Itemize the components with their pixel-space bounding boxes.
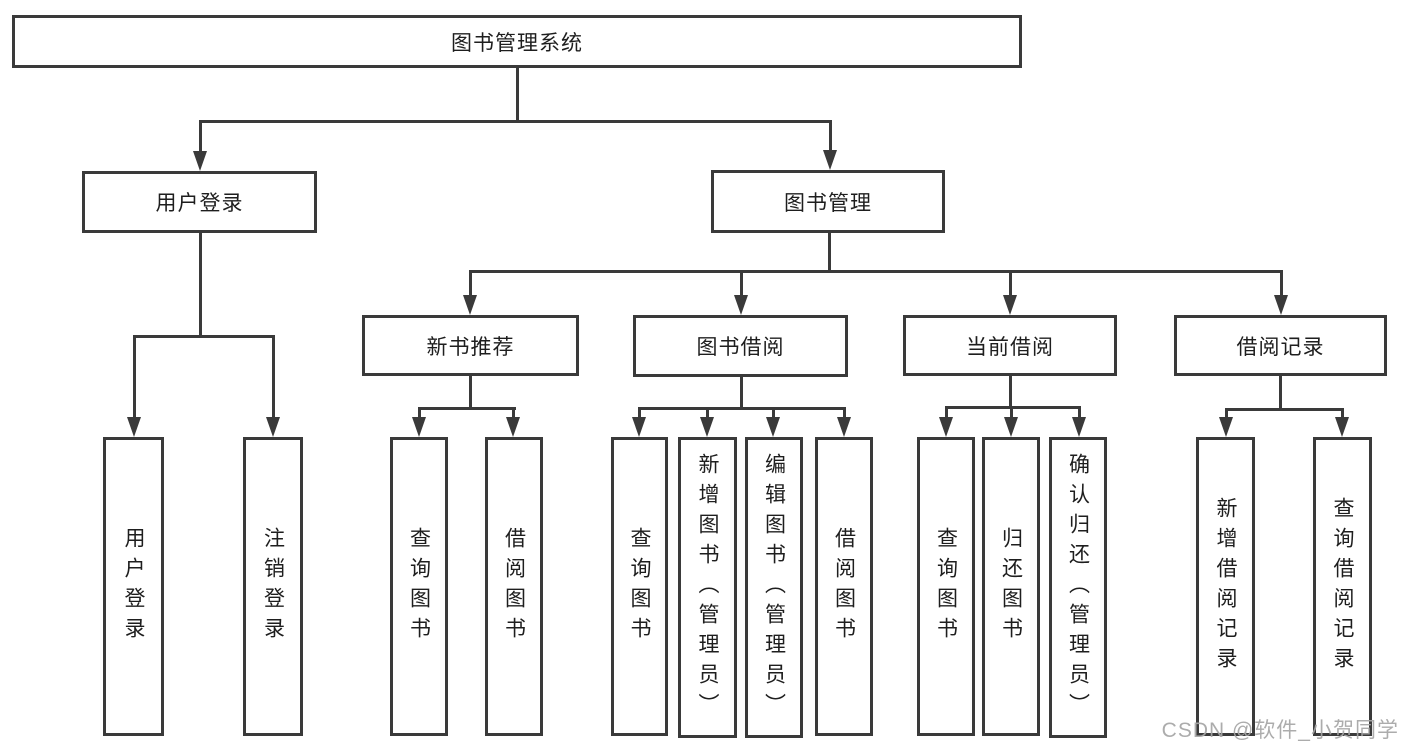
leaf-label: 查询借阅记录 [1331,496,1354,677]
connector-arrow-shaft [199,120,202,153]
leaf-label: 查询图书 [628,526,651,647]
node-new-book-recommend: 新书推荐 [362,315,579,376]
connector-arrow-shaft [133,335,136,418]
leaf-label: 用户登录 [122,526,145,647]
arrowhead [463,295,477,315]
connector-arrow-shaft [706,407,709,419]
connector-arrow-shaft [638,407,641,419]
connector-rec-branch [419,407,516,410]
leaf-return-books: 归还图书 [982,437,1040,736]
leaf-rec-query-books: 查询图书 [390,437,448,736]
connector-root-drop [516,68,519,122]
arrowhead [127,417,141,437]
connector-arrow-shaft [740,270,743,296]
node-book-borrow: 图书借阅 [633,315,848,377]
arrowhead [1274,295,1288,315]
leaf-label: 借阅图书 [502,526,526,647]
arrowhead [266,417,280,437]
connector-arrow-shaft [512,407,515,419]
arrowhead [734,295,748,315]
connector-borrow-branch [639,407,846,410]
connector-mgmt-drop [828,233,831,272]
connector-arrow-shaft [1009,270,1012,296]
connector-records-drop [1279,376,1282,411]
arrowhead [1072,417,1086,437]
arrowhead [506,417,520,437]
connector-arrow-shaft [843,407,846,419]
arrowhead [939,417,953,437]
connector-arrow-shaft [829,120,832,152]
connector-level3-branch [470,270,1283,273]
arrowhead [632,417,646,437]
leaf-query-borrow-record: 查询借阅记录 [1313,437,1372,736]
connector-login-drop [199,233,202,335]
arrowhead [1004,417,1018,437]
leaf-label: 借阅图书 [832,526,856,647]
connector-arrow-shaft [945,406,948,419]
connector-borrow-drop [740,377,743,410]
leaf-borrow-books: 借阅图书 [815,437,873,736]
leaf-label: 新增图书（管理员） [696,452,719,723]
leaf-label: 归还图书 [999,526,1023,647]
connector-arrow-shaft [1341,408,1344,419]
connector-current-branch [946,406,1081,409]
connector-arrow-shaft [1078,406,1081,419]
leaf-label: 查询图书 [934,526,958,647]
node-current-borrow: 当前借阅 [903,315,1117,376]
connector-records-branch [1226,408,1344,411]
connector-login-branch [134,335,275,338]
arrowhead [193,151,207,171]
node-root: 图书管理系统 [12,15,1022,68]
connector-arrow-shaft [272,335,275,418]
connector-arrow-shaft [469,270,472,296]
arrowhead [766,417,780,437]
connector-arrow-shaft [1010,406,1013,419]
arrowhead [412,417,426,437]
connector-level2-branch [199,120,832,123]
node-borrow-records: 借阅记录 [1174,315,1387,376]
leaf-label: 确认归还（管理员） [1066,452,1090,723]
connector-arrow-shaft [1225,408,1228,419]
connector-rec-drop [469,376,472,410]
leaf-add-books-admin: 新增图书（管理员） [678,437,737,738]
node-book-management: 图书管理 [711,170,945,233]
leaf-label: 注销登录 [261,526,285,647]
arrowhead [1219,417,1233,437]
leaf-borrow-query-books: 查询图书 [611,437,668,736]
csdn-watermark: CSDN @软件_小贺同学 [1161,719,1399,742]
leaf-current-query-books: 查询图书 [917,437,975,736]
connector-arrow-shaft [418,407,421,419]
arrowhead [700,417,714,437]
connector-arrow-shaft [772,407,775,419]
arrowhead [1335,417,1349,437]
connector-current-drop [1009,375,1012,409]
leaf-edit-books-admin: 编辑图书（管理员） [745,437,803,738]
leaf-add-borrow-record: 新增借阅记录 [1196,437,1255,736]
leaf-confirm-return-admin: 确认归还（管理员） [1049,437,1107,738]
arrowhead [823,150,837,170]
leaf-label: 编辑图书（管理员） [762,452,786,723]
leaf-rec-borrow-books: 借阅图书 [485,437,543,736]
node-user-login: 用户登录 [82,171,317,233]
arrowhead [837,417,851,437]
leaf-label: 新增借阅记录 [1214,496,1237,677]
leaf-user-login: 用户登录 [103,437,164,736]
connector-arrow-shaft [1280,270,1283,296]
leaf-label: 查询图书 [407,526,431,647]
arrowhead [1003,295,1017,315]
leaf-logout: 注销登录 [243,437,303,736]
